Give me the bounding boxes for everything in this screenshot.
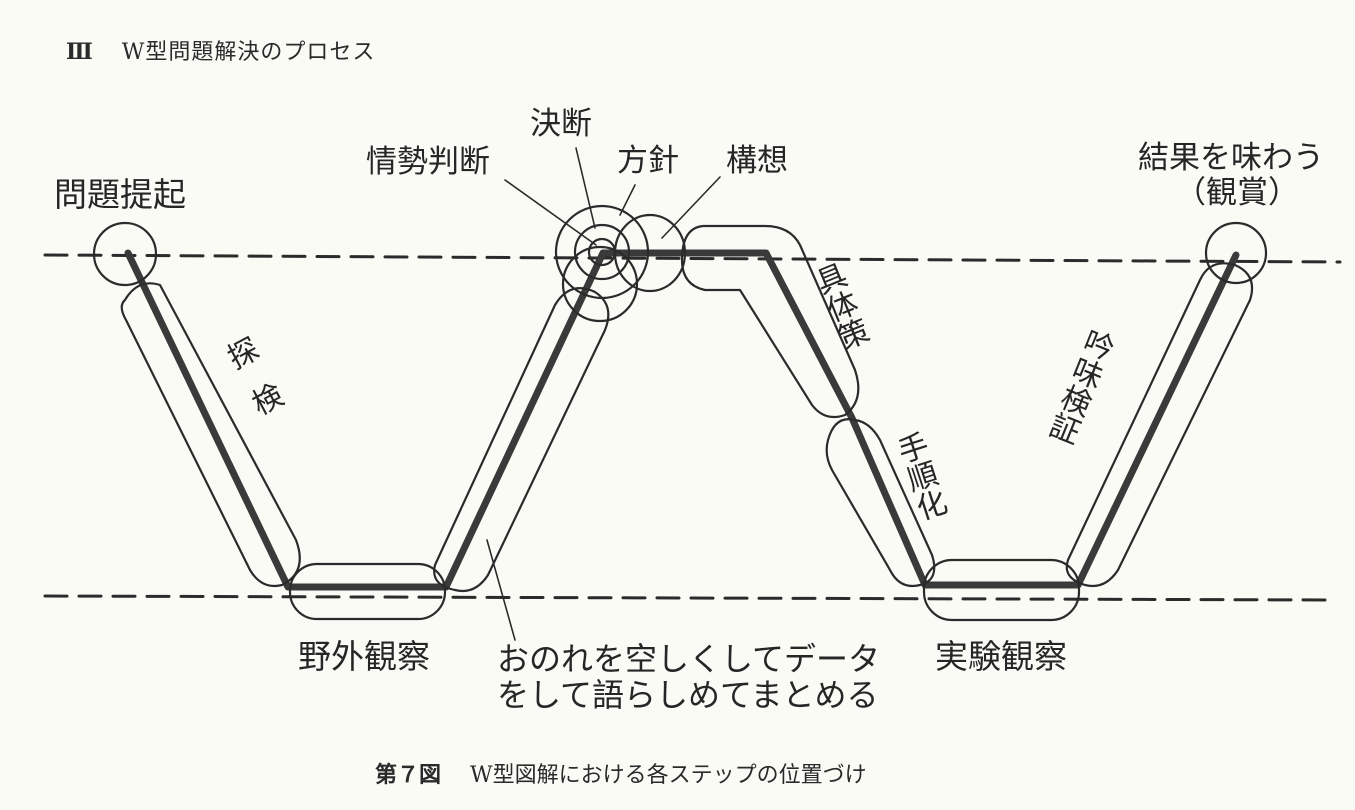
decision-circle — [573, 223, 631, 281]
upper-dashed-line — [43, 253, 1342, 264]
label-policy: 方針 — [617, 143, 679, 179]
procedure-capsule — [825, 418, 936, 588]
label-concept: 構想 — [726, 143, 788, 179]
label-enjoy-results: 結果を味わう — [1138, 140, 1324, 176]
label-decision: 決断 — [530, 106, 592, 142]
experiment-capsule — [922, 558, 1081, 622]
lower-dashed-line — [43, 594, 1332, 602]
problem-circle — [92, 221, 158, 287]
policy-circle — [554, 204, 650, 300]
label-appreciation: （観賞） — [1175, 175, 1299, 211]
lower-overlap-circle — [561, 245, 639, 323]
leader-policy — [619, 184, 636, 216]
figure-caption: 第７図 W型図解における各ステップの位置づけ — [375, 757, 867, 789]
concrete-measures-capsule — [680, 224, 860, 419]
figure-caption-text: W型図解における各ステップの位置づけ — [470, 763, 867, 788]
section-numeral: Ⅲ — [66, 39, 94, 65]
label-experiment-observation: 実験観察 — [935, 637, 1067, 676]
figure-number: 第７図 — [375, 762, 442, 788]
label-data-note: おのれを空しくしてデータ をして語らしめてまとめる — [497, 640, 881, 714]
verification-capsule — [1065, 262, 1254, 588]
section-heading: Ⅲ W型問題解決のプロセス — [66, 34, 375, 66]
label-field-observation: 野外観察 — [298, 637, 430, 676]
w-main-path — [124, 249, 1240, 591]
exploration-capsule — [120, 282, 301, 588]
label-problem-raising: 問題提起 — [54, 175, 186, 214]
label-situation-judgment: 情勢判断 — [366, 144, 490, 180]
field-observation-capsule — [288, 562, 447, 621]
leader-situation — [504, 179, 597, 246]
leader-decision — [575, 147, 596, 229]
data-capsule — [433, 287, 610, 593]
leader-concept — [661, 176, 721, 239]
leader-data-note — [486, 539, 516, 641]
concept-ellipse — [613, 213, 687, 293]
section-title: W型問題解決のプロセス — [121, 40, 376, 65]
result-circle — [1204, 221, 1268, 285]
